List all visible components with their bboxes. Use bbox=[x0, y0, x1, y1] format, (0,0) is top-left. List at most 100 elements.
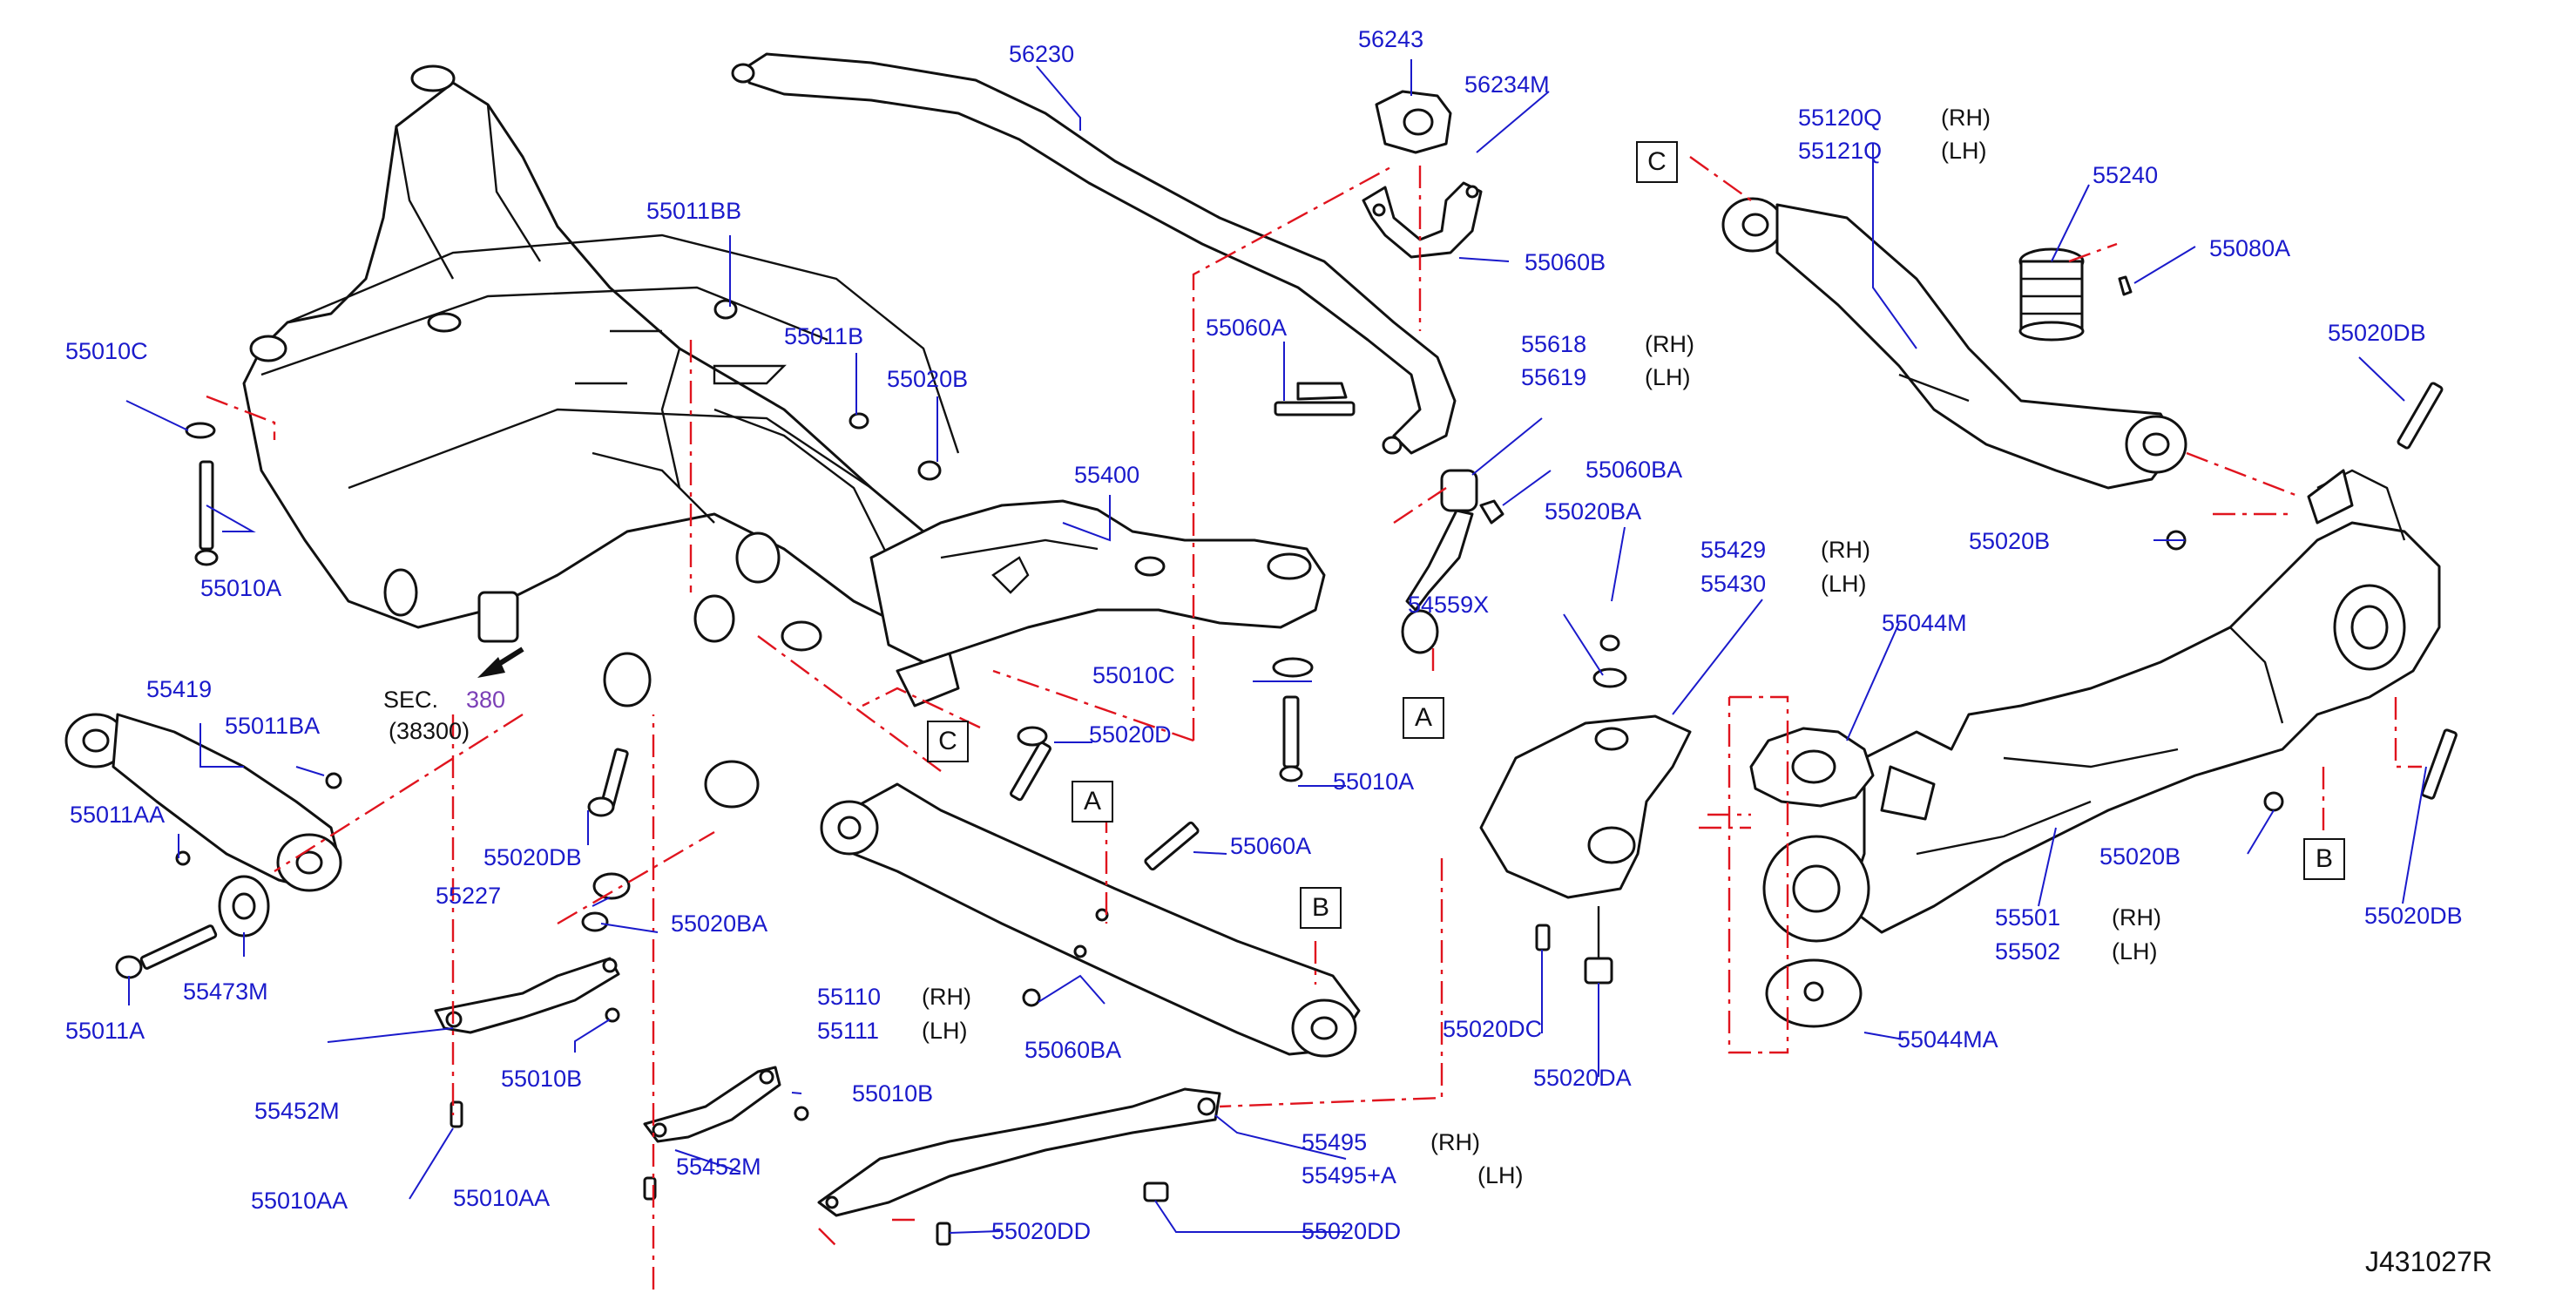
label-55044m: 55044M bbox=[1882, 610, 1967, 636]
label-55120q: 55120Q bbox=[1798, 105, 1883, 131]
label-55010a-mid: 55010A bbox=[1333, 768, 1415, 795]
label-55010b-b: 55010B bbox=[852, 1080, 934, 1107]
label-55010c-left: 55010C bbox=[65, 338, 148, 364]
lateral-link bbox=[64, 713, 342, 938]
callout-box-c-upper: C bbox=[1636, 141, 1678, 183]
callout-box-c-lower: C bbox=[927, 721, 969, 762]
label-55010aa-b: 55010AA bbox=[453, 1185, 551, 1211]
stabilizer-bar bbox=[731, 52, 1457, 455]
alignment-lines bbox=[206, 156, 2422, 1290]
label-55080a: 55080A bbox=[2209, 235, 2291, 261]
section-arrow bbox=[477, 646, 524, 678]
upper-link bbox=[1721, 197, 2187, 490]
side-rh-55110: (RH) bbox=[922, 984, 971, 1010]
label-55501: 55501 bbox=[1995, 904, 2061, 931]
label-55011a: 55011A bbox=[65, 1018, 145, 1044]
label-55060a-top: 55060A bbox=[1206, 315, 1288, 341]
section-ref-number: 380 bbox=[466, 687, 506, 713]
label-55020b-low: 55020B bbox=[2099, 843, 2181, 870]
bracket-upper bbox=[434, 957, 620, 1034]
label-56234m: 56234M bbox=[1464, 71, 1550, 98]
label-55227: 55227 bbox=[436, 883, 502, 909]
label-55110: 55110 bbox=[817, 984, 882, 1010]
side-lh-55430: (LH) bbox=[1821, 571, 1867, 597]
label-55020ba-left: 55020BA bbox=[671, 911, 768, 937]
label-55020b-top: 55020B bbox=[887, 366, 969, 392]
bracket-lower bbox=[643, 1066, 781, 1143]
label-55060ba: 55060BA bbox=[1585, 457, 1683, 483]
label-55020dc: 55020DC bbox=[1443, 1016, 1543, 1042]
label-55011b: 55011B bbox=[784, 323, 864, 349]
callout-box-a-lower: A bbox=[1072, 781, 1113, 823]
label-55044ma: 55044MA bbox=[1897, 1026, 1998, 1053]
label-55473m: 55473M bbox=[183, 978, 268, 1005]
label-56243: 56243 bbox=[1358, 26, 1424, 52]
label-55010aa-a: 55010AA bbox=[251, 1188, 348, 1214]
bump-stopper bbox=[2018, 247, 2133, 342]
label-55020dd-a: 55020DD bbox=[991, 1218, 1092, 1244]
label-55240: 55240 bbox=[2093, 162, 2159, 188]
label-55452m-a: 55452M bbox=[254, 1098, 340, 1124]
label-55495: 55495 bbox=[1302, 1129, 1368, 1155]
label-55452m-b: 55452M bbox=[676, 1154, 761, 1180]
callout-box-b-left: B bbox=[1300, 887, 1342, 929]
label-55010a-left: 55010A bbox=[200, 575, 282, 601]
diagram-reference-code: J431027R bbox=[2365, 1246, 2492, 1277]
label-55060a-mid: 55060A bbox=[1230, 833, 1312, 859]
label-55419: 55419 bbox=[146, 676, 213, 702]
label-54559x: 54559X bbox=[1408, 592, 1490, 618]
spring-seat-lower bbox=[1765, 958, 1863, 1028]
stabilizer-bushing bbox=[1375, 90, 1452, 154]
label-55020ba-mid: 55020BA bbox=[1545, 498, 1642, 525]
spring-seat-upper bbox=[1749, 727, 1875, 808]
tension-link-bar bbox=[817, 1087, 1221, 1217]
label-55020da: 55020DA bbox=[1533, 1065, 1632, 1091]
side-lh-55502: (LH) bbox=[2112, 938, 2158, 965]
rear-subframe bbox=[242, 64, 969, 809]
trailing-bushing bbox=[1762, 835, 1870, 943]
label-55020d: 55020D bbox=[1089, 721, 1172, 748]
label-55619: 55619 bbox=[1521, 364, 1587, 390]
side-lh-55495a: (LH) bbox=[1477, 1162, 1524, 1188]
label-55502: 55502 bbox=[1995, 938, 2061, 965]
stabilizer-connecting-rod bbox=[1296, 382, 1504, 654]
label-55429: 55429 bbox=[1700, 537, 1767, 563]
side-rh-55429: (RH) bbox=[1821, 537, 1870, 563]
label-55011ba: 55011BA bbox=[225, 713, 321, 739]
label-55020db-left: 55020DB bbox=[483, 844, 582, 870]
callout-box-b-right: B bbox=[2303, 838, 2345, 880]
callout-box-a-upper: A bbox=[1403, 697, 1444, 739]
label-55011aa: 55011AA bbox=[70, 802, 166, 828]
side-rh-55495: (RH) bbox=[1430, 1129, 1480, 1155]
side-rh-55120q: (RH) bbox=[1941, 105, 1991, 131]
label-55121q: 55121Q bbox=[1798, 138, 1883, 164]
label-55010b-a: 55010B bbox=[501, 1066, 583, 1092]
label-55400: 55400 bbox=[1074, 462, 1140, 488]
label-55020dd-b: 55020DD bbox=[1302, 1218, 1402, 1244]
label-55495a: 55495+A bbox=[1302, 1162, 1396, 1188]
side-rh-55618: (RH) bbox=[1645, 331, 1694, 357]
label-55010c-mid: 55010C bbox=[1092, 662, 1175, 688]
side-lh-55619: (LH) bbox=[1645, 364, 1691, 390]
label-55430: 55430 bbox=[1700, 571, 1767, 597]
side-lh-55111: (LH) bbox=[922, 1018, 968, 1044]
label-55060ba-low: 55060BA bbox=[1024, 1037, 1122, 1063]
side-rh-55501: (RH) bbox=[2112, 904, 2161, 931]
label-55020db-low: 55020DB bbox=[2364, 903, 2463, 929]
label-55111: 55111 bbox=[817, 1018, 880, 1044]
section-ref-label: SEC. bbox=[383, 687, 439, 713]
rear-lower-link bbox=[1479, 714, 1692, 985]
label-55060b: 55060B bbox=[1525, 249, 1606, 275]
label-55020db-right: 55020DB bbox=[2328, 320, 2426, 346]
stabilizer-clamp bbox=[1362, 181, 1483, 259]
hardware-fasteners bbox=[115, 299, 2458, 1246]
label-55618: 55618 bbox=[1521, 331, 1587, 357]
rear-crossmember bbox=[869, 499, 1326, 707]
section-ref-subgroup: (38300) bbox=[389, 718, 470, 744]
rear-suspension-member bbox=[1845, 469, 2441, 934]
lower-link-arm bbox=[820, 782, 1361, 1058]
side-lh-55121q: (LH) bbox=[1941, 138, 1987, 164]
label-56230: 56230 bbox=[1009, 41, 1075, 67]
leader-lines bbox=[125, 59, 2427, 1234]
